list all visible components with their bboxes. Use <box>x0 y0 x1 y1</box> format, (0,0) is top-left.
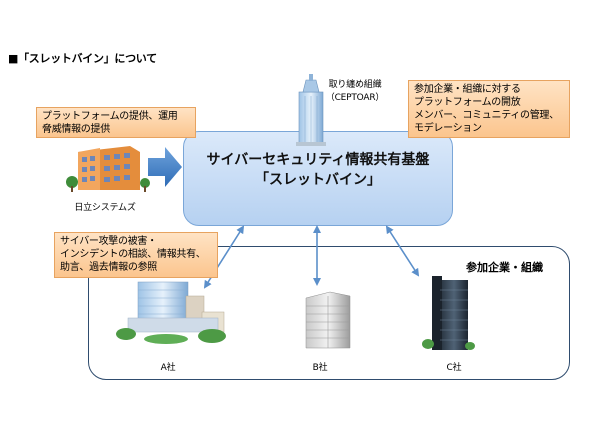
platform-name: サイバーセキュリティ情報共有基盤 <box>206 152 430 168</box>
company-a-building-icon <box>116 281 226 344</box>
members-group-box <box>88 246 570 380</box>
operator-callout-line2: プラットフォームの開放 <box>414 97 521 108</box>
connection-arrow-c <box>385 225 420 277</box>
operator-callout-line3: メンバー、コミュニティの管理、 <box>414 110 559 121</box>
operator-callout-line4: モデレーション <box>414 123 482 134</box>
company-b-building-icon <box>305 291 351 349</box>
operator-callout: 参加企業・組織に対する プラットフォームの開放 メンバー、コミュニティの管理、 … <box>408 80 570 138</box>
provider-name: 日立システムズ <box>74 203 136 213</box>
company-c-label: C社 <box>446 363 462 373</box>
company-a-label: A社 <box>160 363 176 373</box>
page-title: ■「スレットバイン」について <box>8 52 157 65</box>
members-callout-line1: サイバー攻撃の被害・ <box>60 236 157 247</box>
operator-acronym: （CEPTOAR） <box>325 93 385 103</box>
members-callout-line3: 助言、過去情報の参照 <box>60 262 157 273</box>
ceptoar-building-icon <box>296 74 326 146</box>
company-c-building-icon <box>422 276 475 350</box>
members-group-label: 参加企業・組織 <box>466 261 543 274</box>
platform-product-name: 「スレットバイン」 <box>255 172 381 188</box>
operator-callout-line1: 参加企業・組織に対する <box>414 84 521 95</box>
members-callout: サイバー攻撃の被害・ インシデントの相談、情報共有、 助言、過去情報の参照 <box>54 232 218 278</box>
provider-callout-line2: 脅威情報の提供 <box>42 124 110 135</box>
company-b-label: B社 <box>312 363 328 373</box>
provision-arrow <box>148 147 182 187</box>
platform-label: サイバーセキュリティ情報共有基盤 「スレットバイン」 <box>183 150 453 190</box>
provider-callout-line1: プラットフォームの提供、運用 <box>42 111 178 122</box>
operator-name: 取り纏め組織 <box>328 80 382 90</box>
provider-building-icon <box>66 146 150 192</box>
members-callout-line2: インシデントの相談、情報共有、 <box>60 249 206 260</box>
platform-box <box>183 131 453 226</box>
operator-label: 取り纏め組織 （CEPTOAR） <box>320 77 390 103</box>
provider-callout: プラットフォームの提供、運用 脅威情報の提供 <box>36 107 196 138</box>
